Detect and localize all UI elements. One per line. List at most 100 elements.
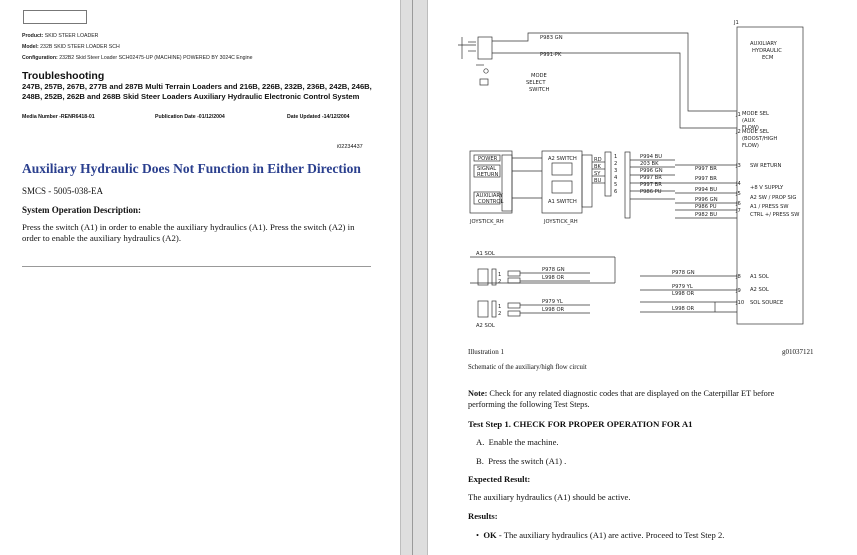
ecm-pin-id: J3 [735,163,741,169]
ecm-pin-id: J9 [735,288,741,294]
ecm-pin-label: A1 / PRESS SW [750,204,789,210]
mid-wire: P994 BU [640,154,662,160]
expected-result-text: The auxiliary hydraulics (A1) should be … [468,492,631,502]
joy-pin-color: BK [594,164,602,170]
left-page: Product: SKID STEER LOADER Model: 232B S… [0,0,400,555]
note-label: Note: [468,389,488,398]
product-label: Product: [22,33,44,39]
ecm-box [736,26,804,325]
harness-wire: P997 BR [695,176,717,182]
ecm-pin-id: J8 [735,274,741,280]
mid-wire: P997 BR [640,182,662,188]
ok-text: - The auxiliary hydraulics (A1) are acti… [496,530,725,540]
model-value: 232B SKID STEER LOADER SCH [40,44,120,50]
ecm-pin-id: J10 [735,300,744,306]
ecm-title-1: AUXILIARY [750,41,778,47]
ecm-pin-id: J1 [735,112,741,118]
ecm-pin-label: (BOOST/HIGH [742,136,777,142]
joy-pin-color: BU [594,178,602,184]
ecm-pin-label: +8 V SUPPLY [750,185,784,191]
ecm-pin-label: (AUX [742,118,755,124]
note-paragraph: Note: Check for any related diagnostic c… [468,389,808,410]
model-label: Model: [22,44,39,50]
sol-a1-label: A1 SOL [476,251,495,257]
product-row: Product: SKID STEER LOADER [22,33,98,39]
joy-pin: 1 [614,154,617,160]
harness-wire: P996 GN [695,197,718,203]
joystick-right-name: JOYSTICK_RH [543,219,578,225]
ecm-pin-id: J4 [735,181,742,187]
mid-wire: P997 BR [640,175,662,181]
troubleshooting-title: Troubleshooting [22,70,105,82]
publication-date: Publication Date -01/12/2004 [155,114,225,120]
joy-pin: 6 [614,189,617,195]
step-a: A. Enable the machine. [476,437,559,447]
model-row: Model: 232B SKID STEER LOADER SCH [22,44,120,50]
step-b: B. Press the switch (A1) . [476,456,566,466]
mode-switch-3: SWITCH [529,87,549,93]
joy-label: POWER [478,156,498,162]
test-step-1-heading: Test Step 1. CHECK FOR PROPER OPERATION … [468,419,693,429]
sol-pin: 2 [498,311,501,317]
harness-wire: P997 BR [695,166,717,172]
sol-wire-right: L998 OR [672,306,695,312]
ecm-pin-label: A2 SW / PROP SIG [750,195,796,201]
sol-wire-right: P979 YL [672,284,693,290]
note-text: Check for any related diagnostic codes t… [468,389,775,409]
sol-pin: 2 [498,279,501,285]
ecm-pin-label: FLOW) [742,125,759,131]
joy-label: RETURN [477,172,498,178]
logo-placeholder [23,10,87,24]
troubleshooting-subtitle: 247B, 257B, 267B, 277B and 287B Multi Te… [22,82,372,101]
joy-pin: 4 [614,175,618,181]
harness-wire: P982 BU [695,212,717,218]
configuration-value: 232B2 Skid Steer Loader SCH02475-UP (MAC… [59,55,253,61]
joy-pin: 2 [614,161,617,167]
joy-label: SIGNAL [477,166,496,172]
mid-wire: P996 GN [640,168,663,174]
ecm-pin-label: FLOW) [742,143,759,149]
ecm-title-3: ECM [762,55,773,61]
ecm-pin-label: MODE SEL [742,129,769,135]
sol-pin: 1 [498,272,501,278]
sol-pin: 1 [498,304,501,310]
joy-pin-color: SY [594,171,601,177]
ecm-pin-id: J6 [735,201,741,207]
expected-result-label: Expected Result: [468,474,531,484]
joystick-left-name: JOYSTICK_RH [469,219,504,225]
joy-label: CONTROL [478,199,503,205]
schematic-diagram: J1 AUXILIARY HYDRAULIC ECM MODE SELECT S… [458,20,804,329]
ecm-pin-label: MODE SEL [742,111,769,117]
ok-label: OK [483,530,497,540]
configuration-label: Configuration: [22,55,58,61]
illustration-id: g01037121 [782,348,814,356]
step-letter: B. [476,456,484,466]
ecm-pin-label: A1 SOL [750,274,769,280]
wire-top-2: P991-PK [540,52,562,58]
ecm-pin-label: SOL SOURCE [750,300,783,306]
step-text: Press the switch (A1) . [488,456,567,466]
sol-wire-right: P978 GN [672,270,695,276]
result-ok: • OK - The auxiliary hydraulics (A1) are… [476,530,724,540]
ecm-pin-id: J7 [735,208,741,214]
ecm-pin-label: SW RETURN [750,163,782,169]
media-number: Media Number -RENR6418-01 [22,114,95,120]
product-value: SKID STEER LOADER [44,33,99,39]
date-updated: Date Updated -14/12/2004 [287,114,350,120]
mode-switch-1: MODE [531,73,547,79]
step-text: Enable the machine. [488,437,559,447]
ecm-pin-id: J5 [735,191,741,197]
wire-top-1: P983 GN [540,35,563,41]
bullet: • [476,530,480,540]
illustration-number: Illustration 1 [468,348,504,356]
results-label: Results: [468,511,498,521]
joy-label: A2 SWITCH [548,156,577,162]
sol-wire-right: L998 OR [672,291,695,297]
joy-pin: 3 [614,168,617,174]
mid-wire: P986 PU [640,189,662,195]
harness-wire: P986 PU [695,204,717,210]
joy-label: A1 SWITCH [548,199,577,205]
smcs-code: SMCS - 5005-038-EA [22,186,104,196]
document-id: i02234437 [337,144,363,150]
j1-label: J1 [733,20,739,26]
